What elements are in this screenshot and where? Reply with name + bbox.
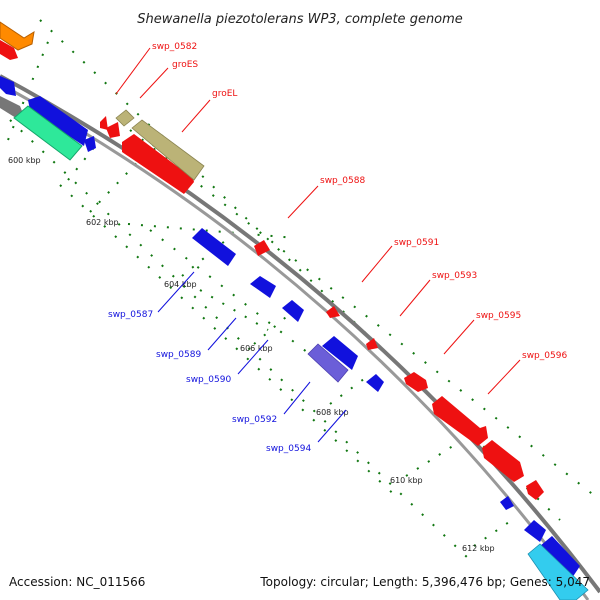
tick-guide-606 <box>253 311 293 345</box>
gene-swp_0596-b <box>482 440 524 482</box>
gene-blue-left-2 <box>28 96 88 146</box>
tick-608: 608 kbp <box>316 408 349 417</box>
label-swp_0596: swp_0596 <box>522 351 567 361</box>
gene-swp_0595 <box>404 372 428 392</box>
gene-cyan-right <box>527 543 589 600</box>
gene-blue-right-3 <box>540 536 580 578</box>
gene-swp_0588 <box>254 240 270 256</box>
label-swp_0589: swp_0589 <box>156 350 201 360</box>
label-swp_0582: swp_0582 <box>152 42 197 52</box>
tick-labels: 600 kbp 602 kbp 604 kbp 606 kbp 608 kbp … <box>8 156 495 553</box>
gene-swp_0592 <box>322 336 358 370</box>
gene-groES <box>106 122 120 138</box>
gene-blue-left-3 <box>84 136 96 152</box>
gene-swp_0594 <box>366 374 384 392</box>
gene-swp_0592-violet <box>307 343 349 383</box>
topology-text: Topology: circular; Length: 5,396,476 bp… <box>259 575 590 589</box>
tick-612: 612 kbp <box>462 544 495 553</box>
label-swp_0591: swp_0591 <box>394 238 439 248</box>
forward-labels: swp_0582 groES groEL swp_0588 swp_0591 s… <box>115 42 567 395</box>
accession-text: Accession: NC_011566 <box>9 575 145 589</box>
rna-genes <box>115 109 205 181</box>
reverse-labels: swp_0587 swp_0589 swp_0590 swp_0592 swp_… <box>108 271 347 454</box>
label-groES: groES <box>172 60 198 70</box>
gene-swp_0590 <box>282 300 304 322</box>
tick-guide-610 <box>405 443 457 477</box>
label-swp_0590: swp_0590 <box>186 375 231 385</box>
label-swp_0592: swp_0592 <box>232 415 277 425</box>
label-swp_0593: swp_0593 <box>432 271 477 281</box>
tick-600: 600 kbp <box>8 156 41 165</box>
gene-teal <box>13 105 83 161</box>
tick-606: 606 kbp <box>240 344 273 353</box>
inner-guide-1 <box>9 119 471 561</box>
gene-red-small <box>526 480 544 500</box>
tick-602: 602 kbp <box>86 218 119 227</box>
genome-backbone <box>0 74 600 600</box>
gene-olive-large <box>131 119 205 181</box>
gene-swp_0587 <box>192 228 236 266</box>
label-swp_0594: swp_0594 <box>266 444 311 454</box>
gene-olive-small <box>115 109 135 127</box>
map-title: Shewanella piezotolerans WP3, complete g… <box>137 12 463 27</box>
gene-blue-right-1 <box>500 496 514 510</box>
gene-swp_0589 <box>250 276 276 298</box>
tick-guide-604b <box>199 289 269 331</box>
gene-blue-right-2 <box>524 520 546 542</box>
label-swp_0595: swp_0595 <box>476 311 521 321</box>
tick-guide-608 <box>329 375 369 405</box>
gene-swp_0591 <box>326 306 340 318</box>
tick-610: 610 kbp <box>390 476 423 485</box>
gene-blue-left-1 <box>0 76 16 96</box>
tick-604: 604 kbp <box>164 280 197 289</box>
gene-swp_0593 <box>366 338 378 350</box>
reverse-genes <box>0 76 589 600</box>
gene-grey-left <box>0 96 24 118</box>
gene-swp_0582-arrow <box>100 116 108 130</box>
gene-orange-top <box>0 21 35 51</box>
tick-guide-612 <box>473 519 513 547</box>
gene-groEL <box>122 134 194 194</box>
gene-swp_0596-a <box>432 396 488 446</box>
label-swp_0587: swp_0587 <box>108 310 153 320</box>
label-groEL: groEL <box>212 89 237 99</box>
forward-genes <box>0 21 544 500</box>
gene-red-top-left <box>0 40 18 60</box>
label-swp_0588: swp_0588 <box>320 176 365 186</box>
